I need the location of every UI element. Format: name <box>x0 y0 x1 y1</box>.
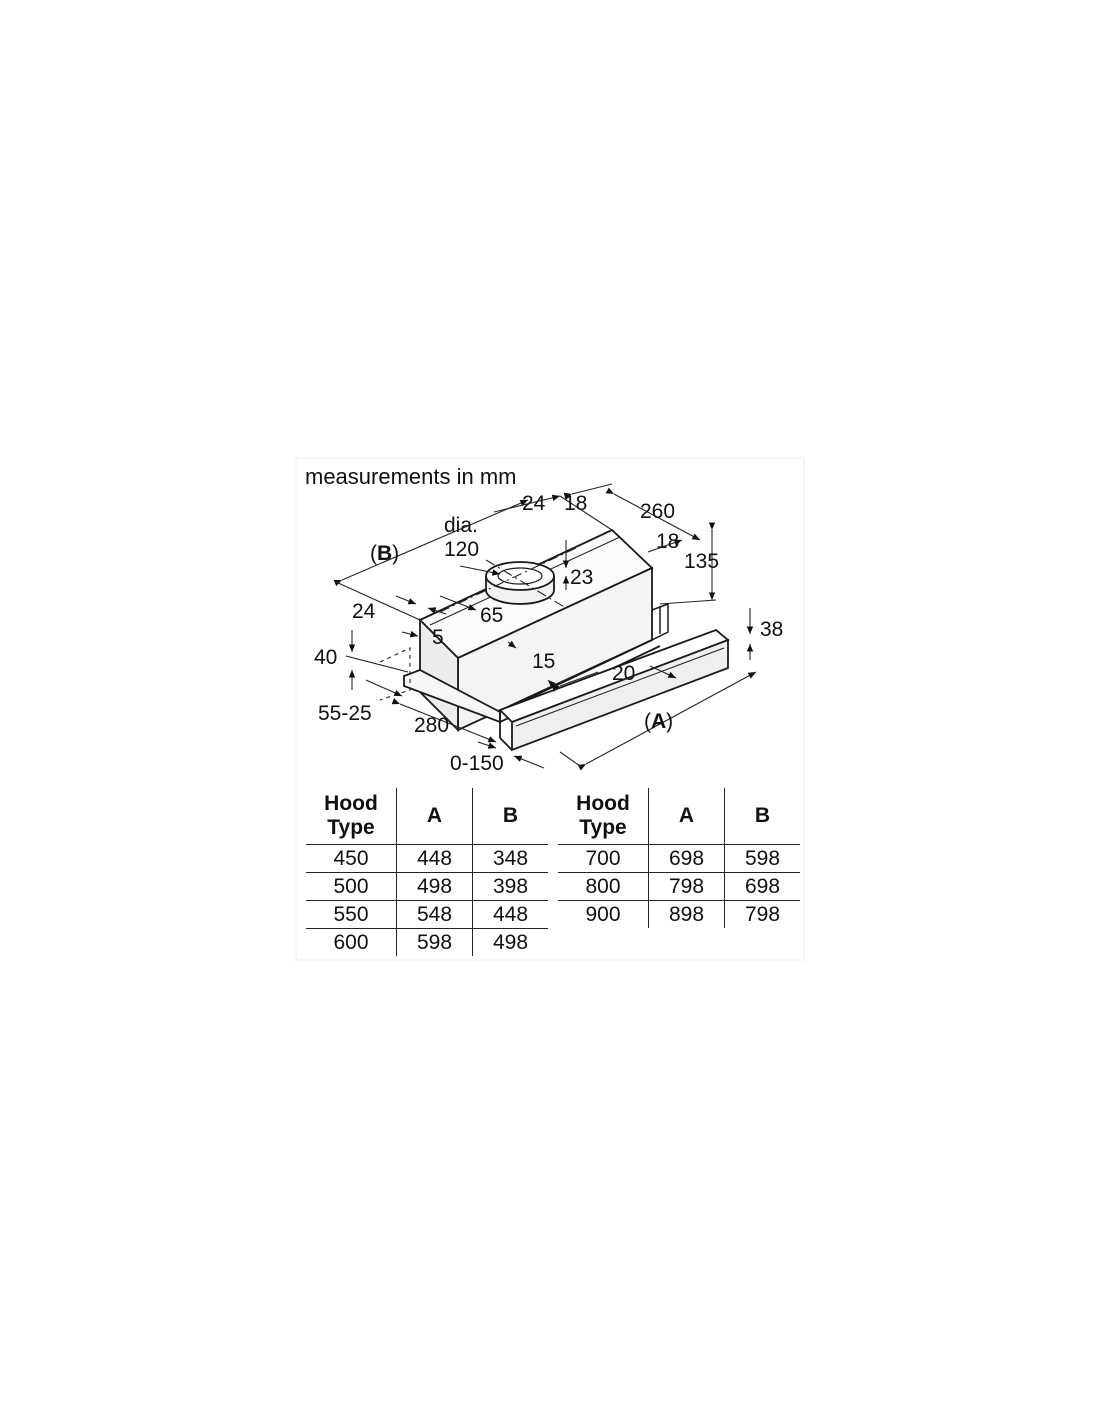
label-24-top: 24 <box>522 492 546 515</box>
label-18-top: 18 <box>564 492 587 515</box>
header-a: A <box>648 788 725 845</box>
dimension-lines <box>333 483 757 771</box>
cell-a: 798 <box>648 872 725 901</box>
air-outlet-cylinder <box>485 561 555 605</box>
label-5: 5 <box>432 626 444 649</box>
cell-a: 598 <box>396 928 473 956</box>
label-135: 135 <box>684 550 719 573</box>
header-b: B <box>724 788 800 845</box>
dimension-labels: (B) dia. 120 24 18 260 18 135 23 65 24 5… <box>314 492 783 775</box>
cell-type: 800 <box>558 872 649 901</box>
label-18-right: 18 <box>656 530 679 553</box>
cell-b: 398 <box>472 872 548 901</box>
cell-a: 448 <box>396 844 473 873</box>
cell-a: 698 <box>648 844 725 873</box>
cell-a: 548 <box>396 900 473 929</box>
cell-a: 898 <box>648 900 725 928</box>
label-15: 15 <box>532 650 555 673</box>
cell-type: 600 <box>333 931 369 954</box>
label-b-width: (B) <box>370 542 399 565</box>
label-23: 23 <box>570 566 593 589</box>
cabinet-outline <box>379 647 411 701</box>
label-120: 120 <box>444 538 479 561</box>
cell-type: 550 <box>306 900 397 929</box>
label-65: 65 <box>480 604 503 627</box>
label-24-left: 24 <box>352 600 376 623</box>
label-38: 38 <box>760 618 783 641</box>
header-b: B <box>472 788 548 845</box>
label-20: 20 <box>612 662 635 685</box>
cell-b: 598 <box>724 844 800 873</box>
label-a-width: (A) <box>644 710 673 733</box>
rear-bracket <box>651 602 669 641</box>
cell-type: 450 <box>306 844 397 873</box>
cell-b: 348 <box>472 844 548 873</box>
label-0-150: 0-150 <box>450 752 504 775</box>
cell-b: 498 <box>472 928 548 956</box>
cell-a: 498 <box>396 872 473 901</box>
label-260: 260 <box>640 500 675 523</box>
figure-frame <box>295 457 805 961</box>
cell-b: 448 <box>472 900 548 929</box>
title: measurements in mm <box>305 464 517 489</box>
label-dia: dia. <box>444 514 478 537</box>
label-280: 280 <box>414 714 449 737</box>
cell-type: 700 <box>558 844 649 873</box>
label-55-25: 55-25 <box>318 702 372 725</box>
header-a: A <box>396 788 473 845</box>
cell-type: 500 <box>306 872 397 901</box>
label-40: 40 <box>314 646 337 669</box>
cell-type: 900 <box>585 903 621 926</box>
cell-b: 698 <box>724 872 800 901</box>
cell-b: 798 <box>724 900 800 928</box>
